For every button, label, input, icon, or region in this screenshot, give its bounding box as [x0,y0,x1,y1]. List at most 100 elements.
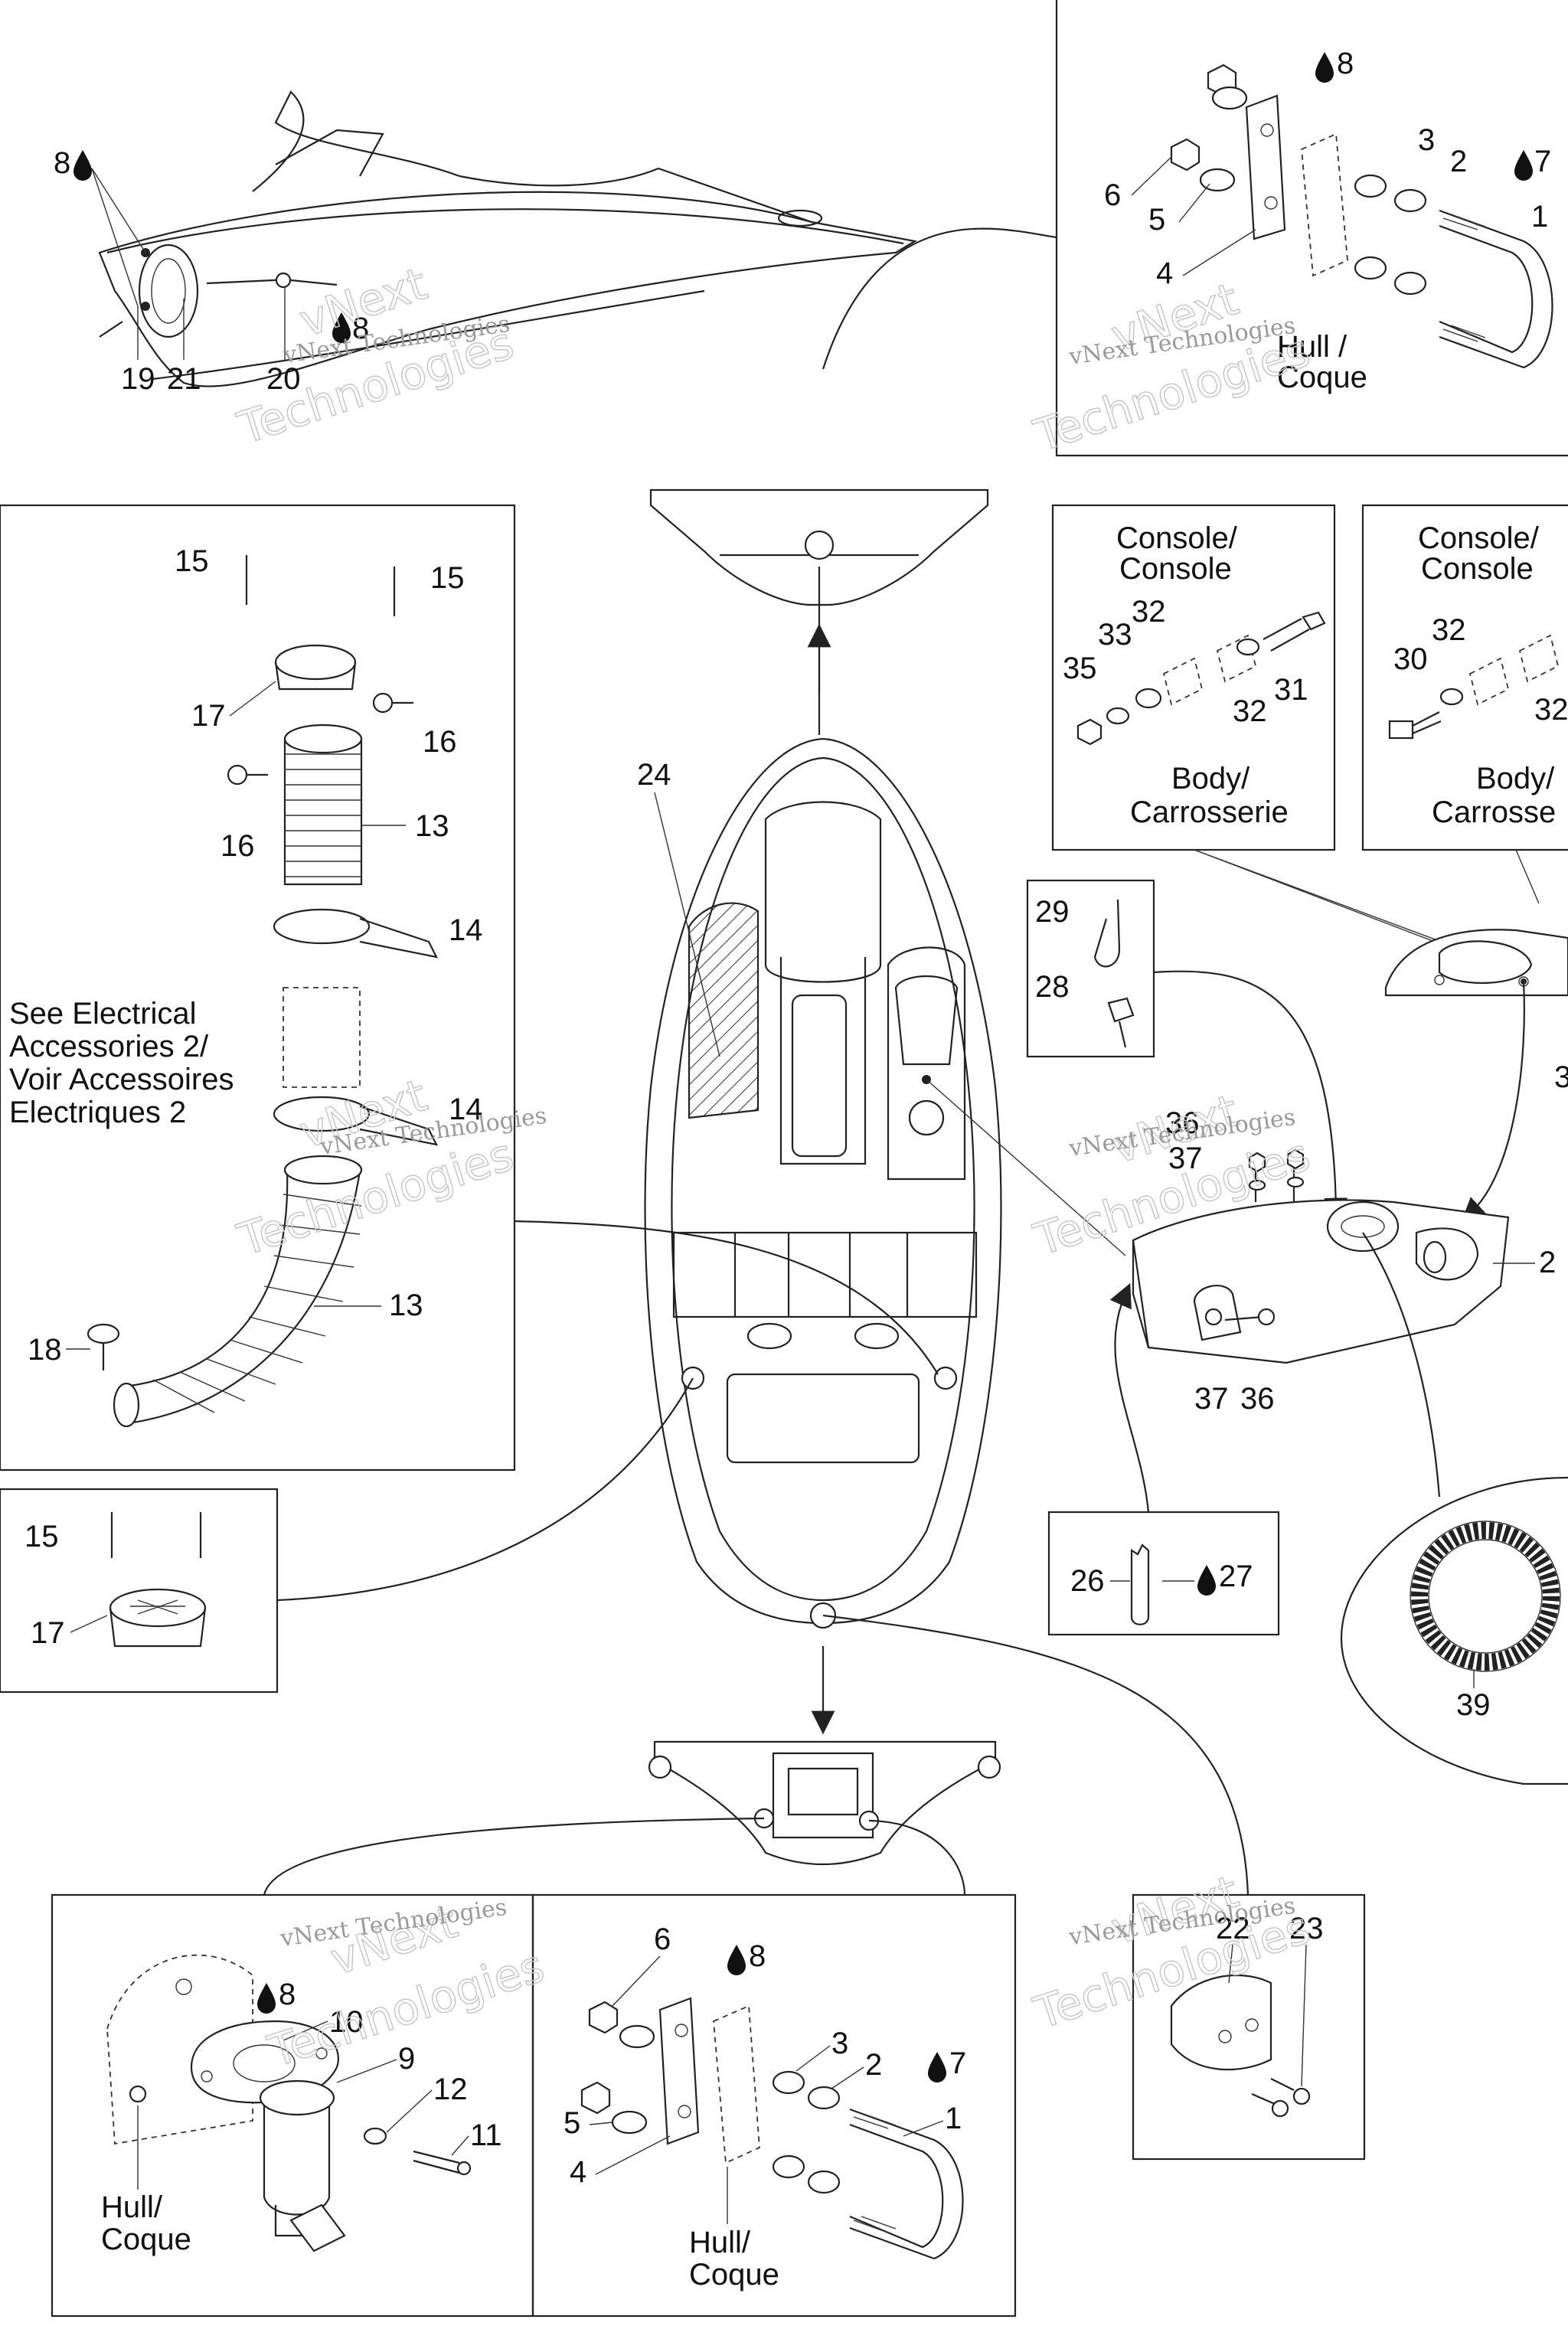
body-label-2a: Body/ [1476,762,1555,795]
console-fastener-1 [1076,611,1326,746]
hull-label-top-2: Coque [1277,361,1367,394]
leader-vent-to-hull [514,1220,939,1375]
hull-top-view: 24 [637,737,1002,1629]
callout-19: 19 [121,362,155,396]
body-label-1b: Carrosserie [1130,795,1289,829]
callout-8: 8 [54,146,70,180]
see-electrical-2: Accessories 2/ [9,1030,209,1063]
callout-30: 30 [1393,642,1428,676]
callout-5: 5 [1148,203,1165,237]
u-bolt-box-bottom [531,1893,1017,2318]
console-label-2b: Console [1421,552,1534,586]
callout-16a: 16 [423,725,457,759]
callout-24: 24 [637,758,671,792]
console-label-2a: Console/ [1418,521,1540,555]
drain-plug-assembly [106,1954,472,2252]
sealant-drop-icon [1197,1565,1216,1596]
hull-label-bc-2: Coque [689,2258,779,2292]
sealant-drop-icon [727,1945,746,1975]
callout-15b: 15 [430,561,465,595]
console-body-part [1132,1148,1510,1364]
tie-screw-parts [1093,899,1135,1048]
callout-13b: 13 [389,1289,423,1322]
vent-small-box [0,1488,279,1694]
bow-view [91,90,918,387]
sealant-drop-icon [257,1983,276,2014]
seal-ring-callout [1340,1476,1568,1785]
callout-39: 39 [1456,1688,1491,1722]
callout-9: 9 [398,2042,415,2076]
callout-27: 27 [1219,1560,1253,1593]
bow-top-view [649,488,989,735]
callout-28: 28 [1035,970,1070,1004]
sealant-drop-icon [1514,150,1533,181]
callout-1b: 1 [945,2102,962,2135]
u-bolt-assembly-top [1170,64,1553,369]
console-label-1b: Console [1119,552,1232,586]
callout-23: 23 [1289,1912,1324,1945]
callout-18: 18 [28,1333,62,1367]
leader-vent-small-to-hull [276,1377,694,1602]
callout-26: 26 [1070,1564,1105,1598]
sealant-drop-icon [1315,52,1334,83]
u-bolt-assembly-bottom [580,1997,964,2260]
callout-7: 7 [1534,145,1551,178]
hardware-box-top [1055,0,1568,457]
callout-11: 11 [470,2118,502,2152]
callout-12: 12 [433,2073,468,2106]
console-cover-part [1384,929,1568,997]
callout-32a: 32 [1132,595,1166,629]
callout-17a: 17 [191,699,226,733]
console-label-1a: Console/ [1116,521,1238,555]
bracket-box [1132,1893,1366,2161]
hull-label-bl-1: Hull/ [101,2190,163,2224]
tie-screw-box [1026,879,1155,1058]
sealant-drop-icon [74,150,92,181]
console-fastener-2 [1388,634,1560,740]
callout-8e: 8 [749,1939,766,1973]
console-box-1 [1051,504,1336,851]
vent-box [0,504,516,1472]
callout-2-partial: 2 [1539,1246,1556,1279]
callout-37b: 37 [1194,1382,1229,1416]
callout-14a: 14 [449,913,483,947]
sealant-drop-icon [928,2052,946,2082]
vent-cover-assembly [109,1512,207,1648]
console-box-2 [1361,504,1568,851]
callout-4: 4 [1156,256,1173,290]
callout-6b: 6 [654,1922,671,1956]
body-label-2b: Carrosse [1432,795,1556,829]
see-electrical-3: Voir Accessoires [9,1063,234,1096]
callout-36a: 36 [1165,1106,1200,1140]
callout-35: 35 [1063,652,1097,685]
callout-33: 33 [1098,618,1132,652]
callout-22: 22 [1216,1912,1250,1945]
callout-29: 29 [1035,895,1070,929]
see-electrical-1: See Electrical [9,997,197,1031]
callout-10: 10 [329,2005,364,2039]
callout-8b: 8 [352,312,369,345]
callout-16b: 16 [220,829,255,863]
callout-8c: 8 [1337,47,1354,80]
sealant-drop-icon [332,312,351,343]
callout-3-partial: 3 [1554,1060,1568,1094]
adhesive-box [1047,1511,1280,1636]
leader-stern-left [263,1817,765,1896]
callout-1: 1 [1531,200,1548,234]
hull-label-bl-2: Coque [101,2223,191,2256]
callout-20: 20 [266,362,301,396]
callout-14b: 14 [449,1093,483,1126]
callout-8d: 8 [279,1978,296,2011]
callout-4b: 4 [570,2155,586,2189]
stern-rear-view [648,1740,1001,1866]
seal-ring-part [1410,1521,1561,1672]
callout-32b: 32 [1233,694,1267,728]
callout-21: 21 [167,362,201,396]
callout-3: 3 [1418,123,1435,157]
leader-bow-to-box [822,227,1057,370]
bracket-parts [1170,1974,1311,2118]
callout-36b: 36 [1240,1382,1275,1416]
vent-hose-assembly [87,555,438,1428]
callout-15c: 15 [24,1520,59,1553]
callout-13a: 13 [415,809,449,843]
